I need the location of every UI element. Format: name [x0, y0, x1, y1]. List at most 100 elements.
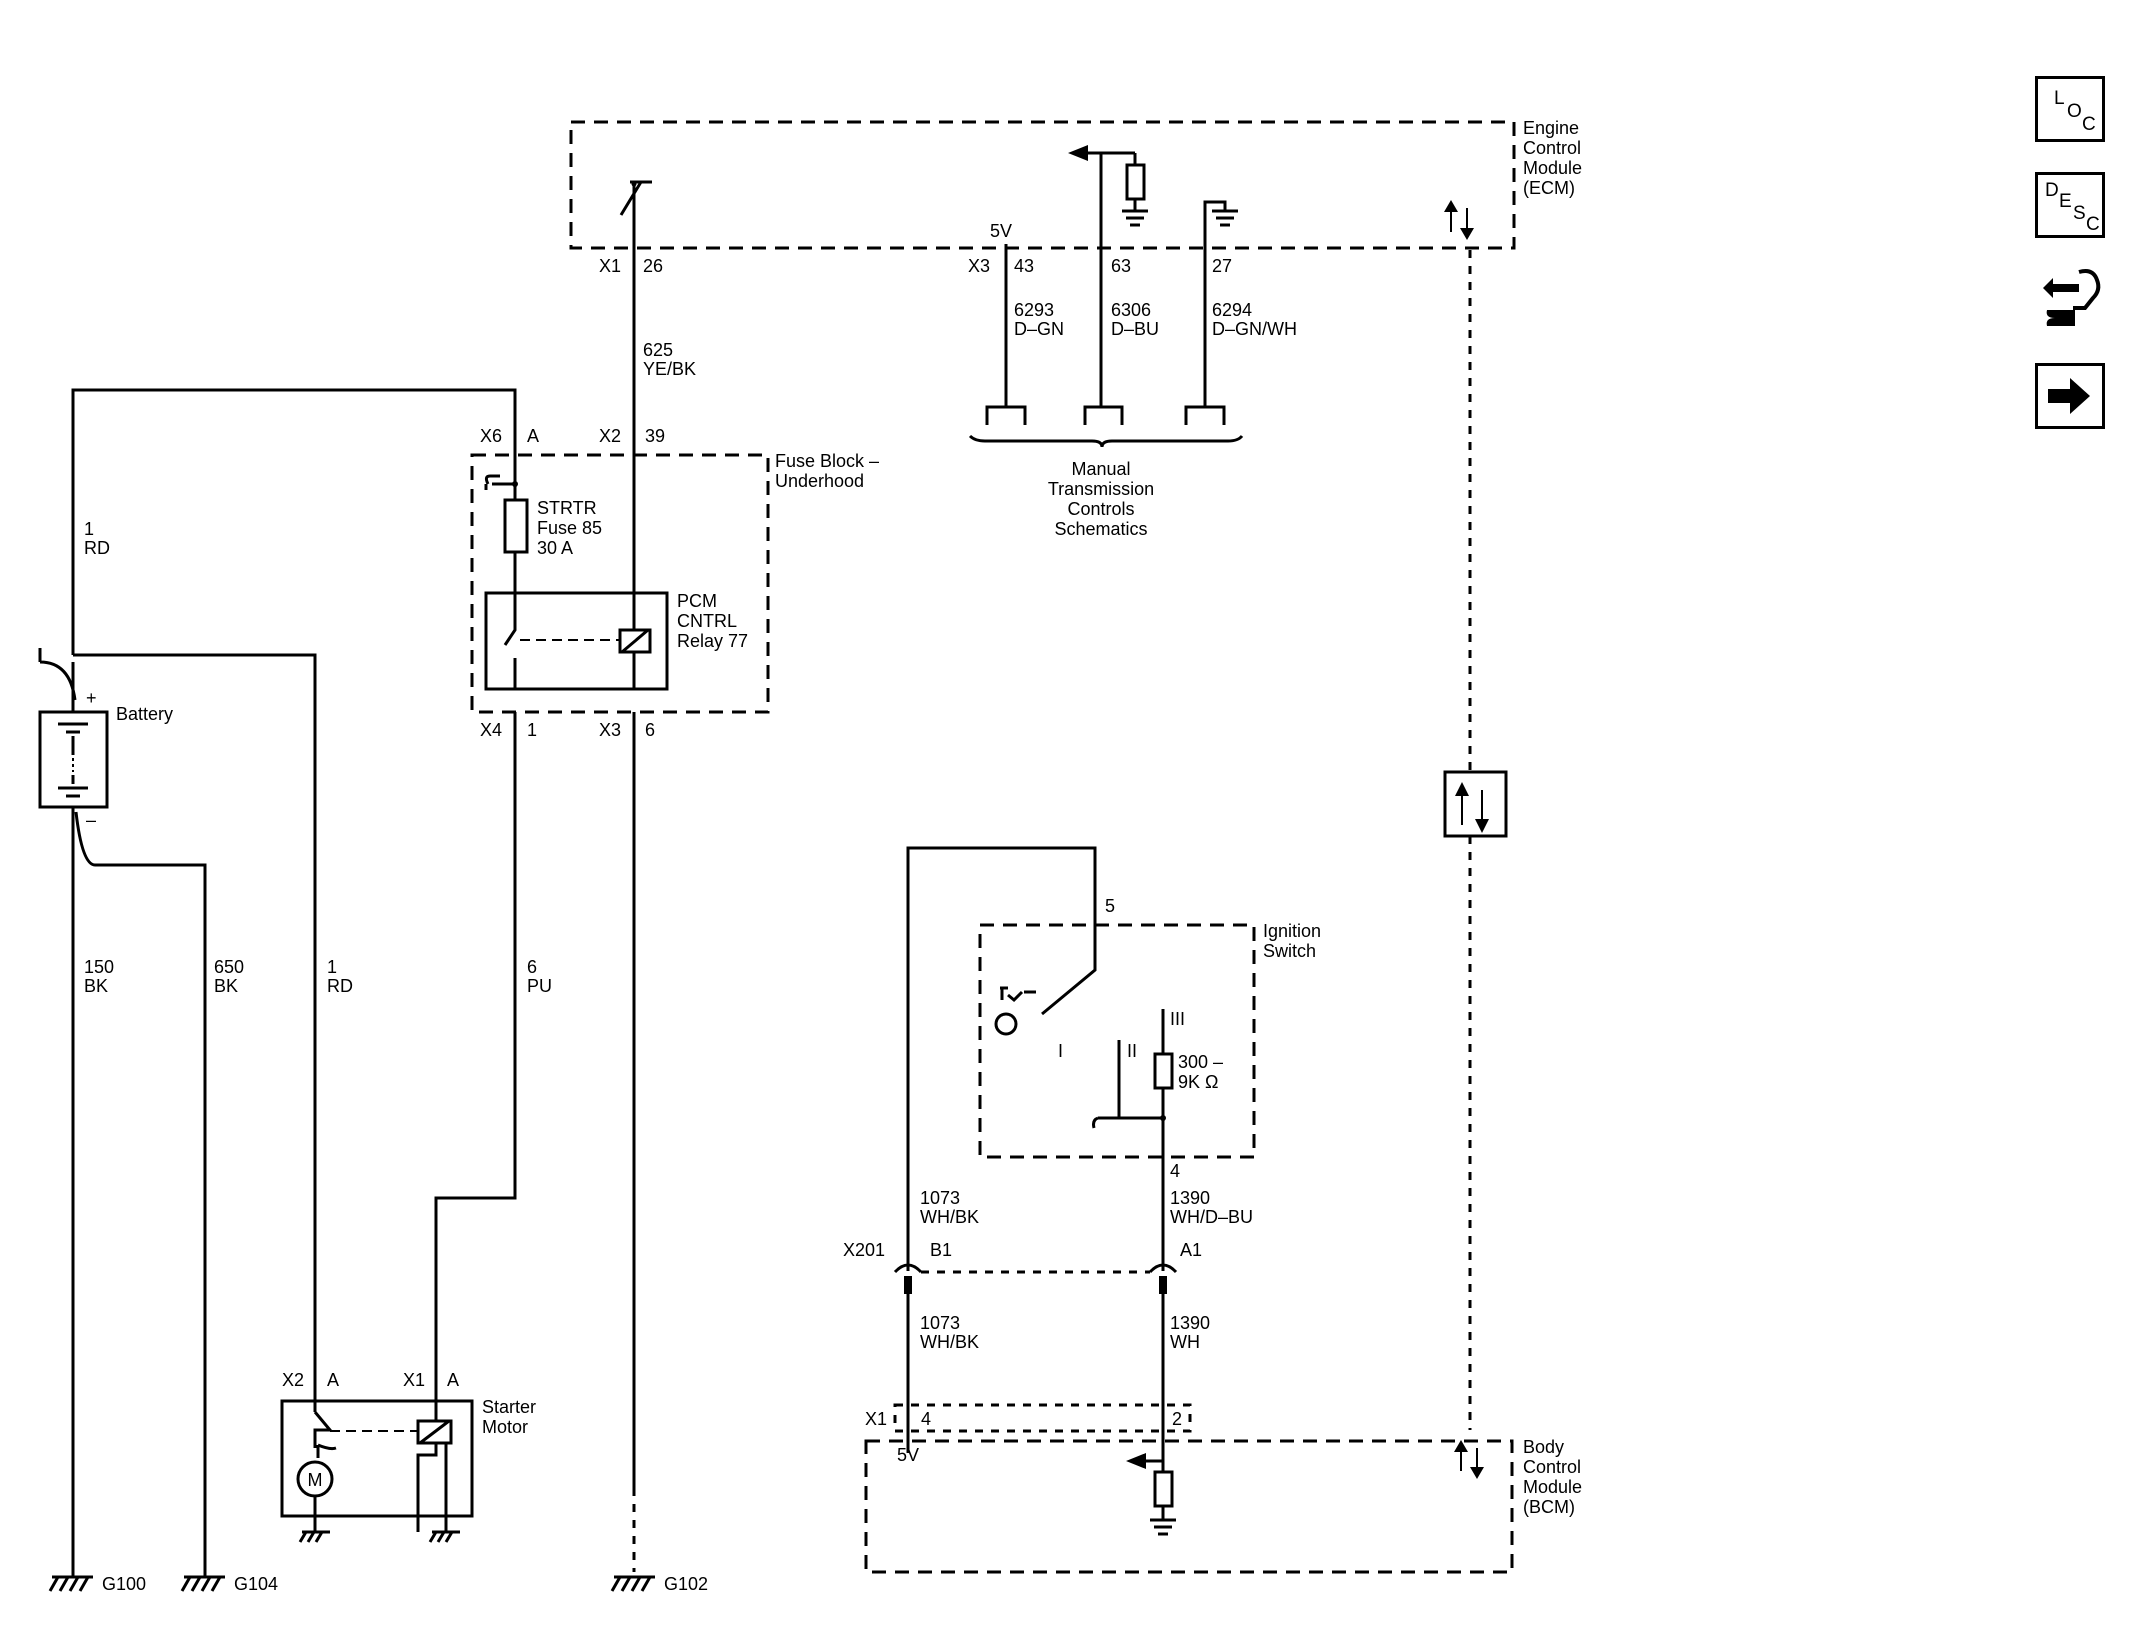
bcm-5v-label: 5V	[897, 1445, 919, 1465]
wire-1073-bot-num: 1073	[920, 1313, 960, 1333]
ecm-x1-pin: 26	[643, 256, 663, 276]
connector-tool-button[interactable]	[2035, 258, 2105, 326]
wire-1390-top-color: WH/D–BU	[1170, 1207, 1253, 1227]
bcm-label-3: Module	[1523, 1477, 1582, 1497]
ignition-label-2: Switch	[1263, 941, 1316, 961]
battery-minus: –	[86, 810, 96, 830]
bcm-module: X1 4 2 5V Body Control Module (BCM)	[864, 1403, 1582, 1574]
fb-x4-label: X4	[480, 720, 502, 740]
fuse-label-1: STRTR	[537, 498, 597, 518]
wire-625-num: 625	[643, 340, 673, 360]
ecm-5v-label: 5V	[990, 221, 1012, 241]
ecm-box	[569, 120, 1516, 250]
fuse-block: Fuse Block – Underhood STRTR Fuse 85 30 …	[470, 448, 879, 714]
x201-connector: X201 B1 A1	[843, 1240, 1202, 1294]
st-x2-label: X2	[282, 1370, 304, 1390]
ecm-x3-pin63: 63	[1111, 256, 1131, 276]
relay-label-2: CNTRL	[677, 611, 737, 631]
fb-x6-pin: A	[527, 426, 539, 446]
starter-box	[280, 1399, 474, 1518]
fuse-label-2: Fuse 85	[537, 518, 602, 538]
ignition-label-1: Ignition	[1263, 921, 1321, 941]
st-x2-pin: A	[327, 1370, 339, 1390]
bcm-box	[864, 1439, 1514, 1574]
battery-label: Battery	[116, 704, 173, 724]
ground-g102: G102	[610, 1574, 708, 1594]
wire-1390-top-num: 1390	[1170, 1188, 1210, 1208]
serial-data-symbol	[1443, 770, 1508, 838]
ground-g100: G100	[48, 1574, 146, 1594]
ecm-x3-pin43: 43	[1014, 256, 1034, 276]
bcm-label-1: Body	[1523, 1437, 1564, 1457]
manual-trans-label-4: Schematics	[1054, 519, 1147, 539]
st-x1-label: X1	[403, 1370, 425, 1390]
loc-button[interactable]: L O C	[2035, 76, 2105, 142]
battery: 1 RD Battery + –	[38, 388, 517, 1577]
battery-plus: +	[86, 688, 97, 708]
ground-g104: G104	[180, 1574, 278, 1594]
manual-trans-label-3: Controls	[1067, 499, 1134, 519]
wire-6294-num: 6294	[1212, 300, 1252, 320]
ecm-label-4: (ECM)	[1523, 178, 1575, 198]
ign-resistor	[1153, 1052, 1174, 1090]
ecm-x3-pin27: 27	[1212, 256, 1232, 276]
manual-trans-label-1: Manual	[1071, 459, 1130, 479]
serial-data-line	[1443, 250, 1508, 1430]
ecm-x3-label: X3	[968, 256, 990, 276]
starter-label-2: Motor	[482, 1417, 528, 1437]
ecm-x1-label: X1	[599, 256, 621, 276]
fb-x2-label: X2	[599, 426, 621, 446]
wire-150-color: BK	[84, 976, 108, 996]
wire-6306-color: D–BU	[1111, 319, 1159, 339]
fuse-label-3: 30 A	[537, 538, 573, 558]
wire-6-num: 6	[527, 957, 537, 977]
strtr-fuse	[503, 498, 529, 554]
ecm-label-3: Module	[1523, 158, 1582, 178]
fb-x6-label: X6	[480, 426, 502, 446]
ign-pos-1: I	[1058, 1041, 1063, 1061]
fb-x4-pin: 1	[527, 720, 537, 740]
ignition-switch: 5 Ignition Switch I II III 300 – 9K Ω 4	[906, 846, 1321, 1271]
motor-letter: M	[308, 1470, 323, 1490]
bcm-x1-pin2: 2	[1172, 1409, 1182, 1429]
desc-button[interactable]: D E S C	[2035, 172, 2105, 238]
manual-trans-label-2: Transmission	[1048, 479, 1154, 499]
next-button[interactable]	[2035, 363, 2105, 429]
ignition-box	[978, 923, 1256, 1159]
bcm-x1-pin4: 4	[921, 1409, 931, 1429]
ign-pos-2: II	[1127, 1041, 1137, 1061]
ign-pin4: 4	[1170, 1161, 1180, 1181]
wire-650-num: 650	[214, 957, 244, 977]
wire-6306-num: 6306	[1111, 300, 1151, 320]
wire-1073-bot-color: WH/BK	[920, 1332, 979, 1352]
st-x1-pin: A	[447, 1370, 459, 1390]
wire-1073-top-color: WH/BK	[920, 1207, 979, 1227]
wire-1-starter-color: RD	[327, 976, 353, 996]
fuse-block-label-1: Fuse Block –	[775, 451, 879, 471]
x201-label: X201	[843, 1240, 885, 1260]
relay-label-1: PCM	[677, 591, 717, 611]
ign-pos-3: III	[1170, 1009, 1185, 1029]
next-arrow-icon	[2048, 378, 2090, 414]
wire-6293-num: 6293	[1014, 300, 1054, 320]
wire-1-starter-num: 1	[327, 957, 337, 977]
wire-6294-color: D–GN/WH	[1212, 319, 1297, 339]
ign-resistor-1: 300 –	[1178, 1052, 1223, 1072]
ign-pin5: 5	[1105, 896, 1115, 916]
fb-x3-pin: 6	[645, 720, 655, 740]
pcm-relay	[484, 591, 669, 691]
x201-a1: A1	[1180, 1240, 1202, 1260]
wire-1-batt-color: RD	[84, 538, 110, 558]
ecm-module: Engine Control Module (ECM) 5V	[569, 118, 1582, 252]
bcm-label-4: (BCM)	[1523, 1497, 1575, 1517]
bcm-label-2: Control	[1523, 1457, 1581, 1477]
g102-label: G102	[664, 1574, 708, 1594]
ecm-label-2: Control	[1523, 138, 1581, 158]
bcm-resistor	[1153, 1470, 1174, 1508]
x201-b1: B1	[930, 1240, 952, 1260]
fb-x2-pin: 39	[645, 426, 665, 446]
starter-motor: M Starter Motor	[280, 1391, 536, 1543]
wire-1390-bot-num: 1390	[1170, 1313, 1210, 1333]
wire-150-num: 150	[84, 957, 114, 977]
